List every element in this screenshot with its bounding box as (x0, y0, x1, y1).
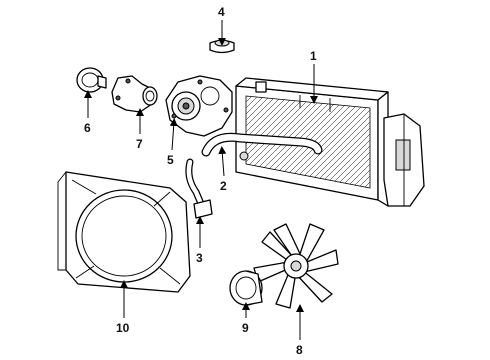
callout-4: 4 (218, 5, 225, 19)
part-6-thermostat (76, 67, 107, 93)
callout-5: 5 (167, 153, 174, 167)
callout-9: 9 (242, 321, 249, 335)
leader-lines (84, 20, 318, 340)
callout-2: 2 (220, 179, 227, 193)
callout-8: 8 (296, 343, 303, 357)
part-5-water-pump (165, 75, 233, 137)
part-2-hose (201, 132, 323, 161)
callout-7: 7 (136, 137, 143, 151)
part-8-fan (253, 223, 339, 309)
callout-6: 6 (84, 121, 91, 135)
part-9-fan-clutch (229, 270, 263, 306)
part-10-fan-shroud (57, 171, 191, 293)
callout-1: 1 (310, 49, 317, 63)
part-7-housing (111, 75, 158, 113)
part-3-bypass-hose (185, 158, 213, 219)
callouts: 1 2 3 4 5 6 7 8 9 10 (84, 5, 317, 357)
callout-10: 10 (116, 321, 130, 335)
callout-3: 3 (196, 251, 203, 265)
